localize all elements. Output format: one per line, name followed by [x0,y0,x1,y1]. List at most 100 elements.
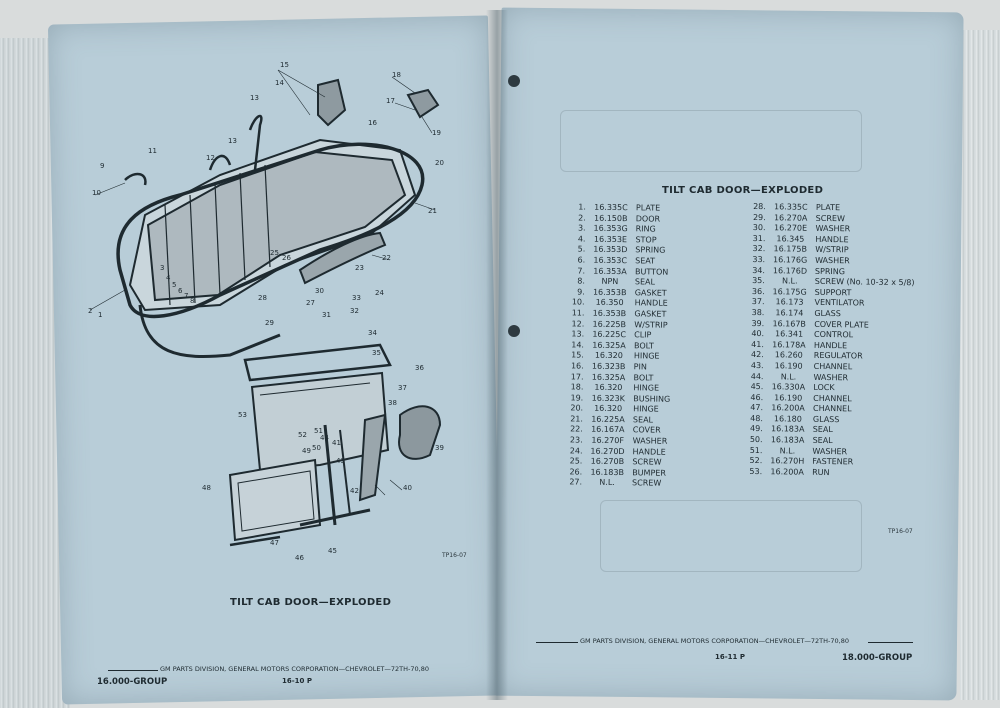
part-number: 8. [577,276,585,286]
part-number: 30. [752,223,766,233]
part-description: COVER PLATE [814,319,869,330]
part-description: VENTILATOR [814,298,865,308]
part-code: 16.320 [594,382,623,393]
part-code: 16.174 [775,308,804,318]
part-number: 5. [577,244,586,254]
part-code: 16.341 [775,329,804,339]
callout-53: 53 [238,411,247,419]
part-code: 16.335C [774,202,808,212]
part-code: 16.173 [775,297,804,308]
part-description: LOCK [813,382,835,393]
part-code: 16.353B [592,308,627,319]
part-description: SEAL [812,425,833,435]
part-number: 11. [571,308,585,318]
callout-50: 50 [312,444,321,452]
callout-15: 15 [280,61,289,69]
part-code: 16.176D [772,265,808,276]
part-number: 40. [751,329,765,339]
part-description: BUTTON [634,266,669,277]
part-code: 16.323K [591,393,625,403]
part-number: 51. [749,445,763,455]
part-code: 16.270D [590,446,625,456]
part-number: 3. [577,223,586,233]
callout-43: 43 [336,457,345,465]
callout-45: 45 [328,547,337,555]
part-number: 41. [751,339,765,349]
part-number: 13. [571,329,585,339]
callout-39: 39 [435,444,444,452]
part-code: 16.353C [593,255,628,266]
callout-27: 27 [306,299,315,307]
part-description: SCREW [632,457,662,467]
part-description: WASHER [812,446,848,456]
part-code: NPN [601,276,619,287]
part-number: 35. [752,276,765,286]
part-code: 16.190 [774,392,803,403]
part-number: 15. [571,350,584,360]
callout-4: 4 [166,274,171,282]
part-number: 6. [577,255,586,265]
part-description: HANDLE [815,234,849,245]
part-code: 16.353G [593,223,628,234]
part-code: 16.353E [593,234,628,244]
part-number: 42. [750,350,764,360]
footer-division-right: GM PARTS DIVISION, GENERAL MOTORS CORPOR… [580,637,849,645]
part-description: BUSHING [633,393,671,404]
part-code: 16.353B [592,287,627,297]
callout-40: 40 [403,484,412,492]
binder-hole-top [508,75,520,87]
show-through-artwork [560,110,862,172]
callout-48: 48 [202,484,211,492]
part-number: 4. [577,234,586,244]
part-description: HANDLE [634,298,668,309]
part-code: 16.353D [593,245,628,255]
footer-page-right: 16-11 P [715,653,745,661]
part-number: 39. [751,318,765,328]
part-number: 27. [569,477,583,487]
part-code: 16.350 [595,298,624,308]
part-number: 10. [571,297,585,307]
part-code: 16.320 [594,351,623,361]
callout-46: 46 [295,554,304,562]
binder-hole-middle [508,325,520,337]
part-number: 2. [578,213,586,223]
callout-12: 12 [206,154,215,162]
callout-26: 26 [282,254,291,262]
part-code: 16.325A [592,340,626,350]
part-code: 16.183B [590,467,625,477]
callout-23: 23 [355,264,364,272]
part-description: SEAL [634,277,656,287]
callout-19: 19 [432,129,441,137]
part-number: 24. [569,446,583,456]
callout-25: 25 [270,249,279,257]
part-number: 37. [751,297,765,307]
part-number: 16. [570,361,584,371]
part-description: PLATE [635,203,661,213]
part-description: SEAT [635,256,656,266]
part-description: REGULATOR [813,351,863,361]
callout-37: 37 [398,384,407,392]
part-description: SEAL [632,415,654,425]
part-code: 16.225A [591,414,625,425]
callout-10: 10 [92,189,101,197]
callout-20: 20 [435,159,444,167]
part-number: 7. [577,266,586,276]
callout-6: 6 [178,287,183,295]
footer-rule-left [108,670,158,671]
door-exploded-diagram: 2 9 10 11 12 13 13 14 15 16 17 18 19 20 … [88,61,444,562]
part-description: HANDLE [632,446,666,457]
part-code: N.L. [779,446,796,456]
part-description: SUPPORT [814,287,852,298]
part-description: CHANNEL [813,361,853,372]
part-description: GLASS [814,308,841,319]
callout-44: 44 [320,434,329,442]
part-number: 38. [751,307,765,318]
part-number: 49. [749,424,763,434]
callout-31: 31 [322,311,331,319]
part-description: BOLT [633,340,654,351]
part-number: 25. [569,456,583,466]
part-code: 16.183A [770,424,805,435]
callout-30: 30 [315,287,324,295]
callout-47: 47 [270,539,279,547]
